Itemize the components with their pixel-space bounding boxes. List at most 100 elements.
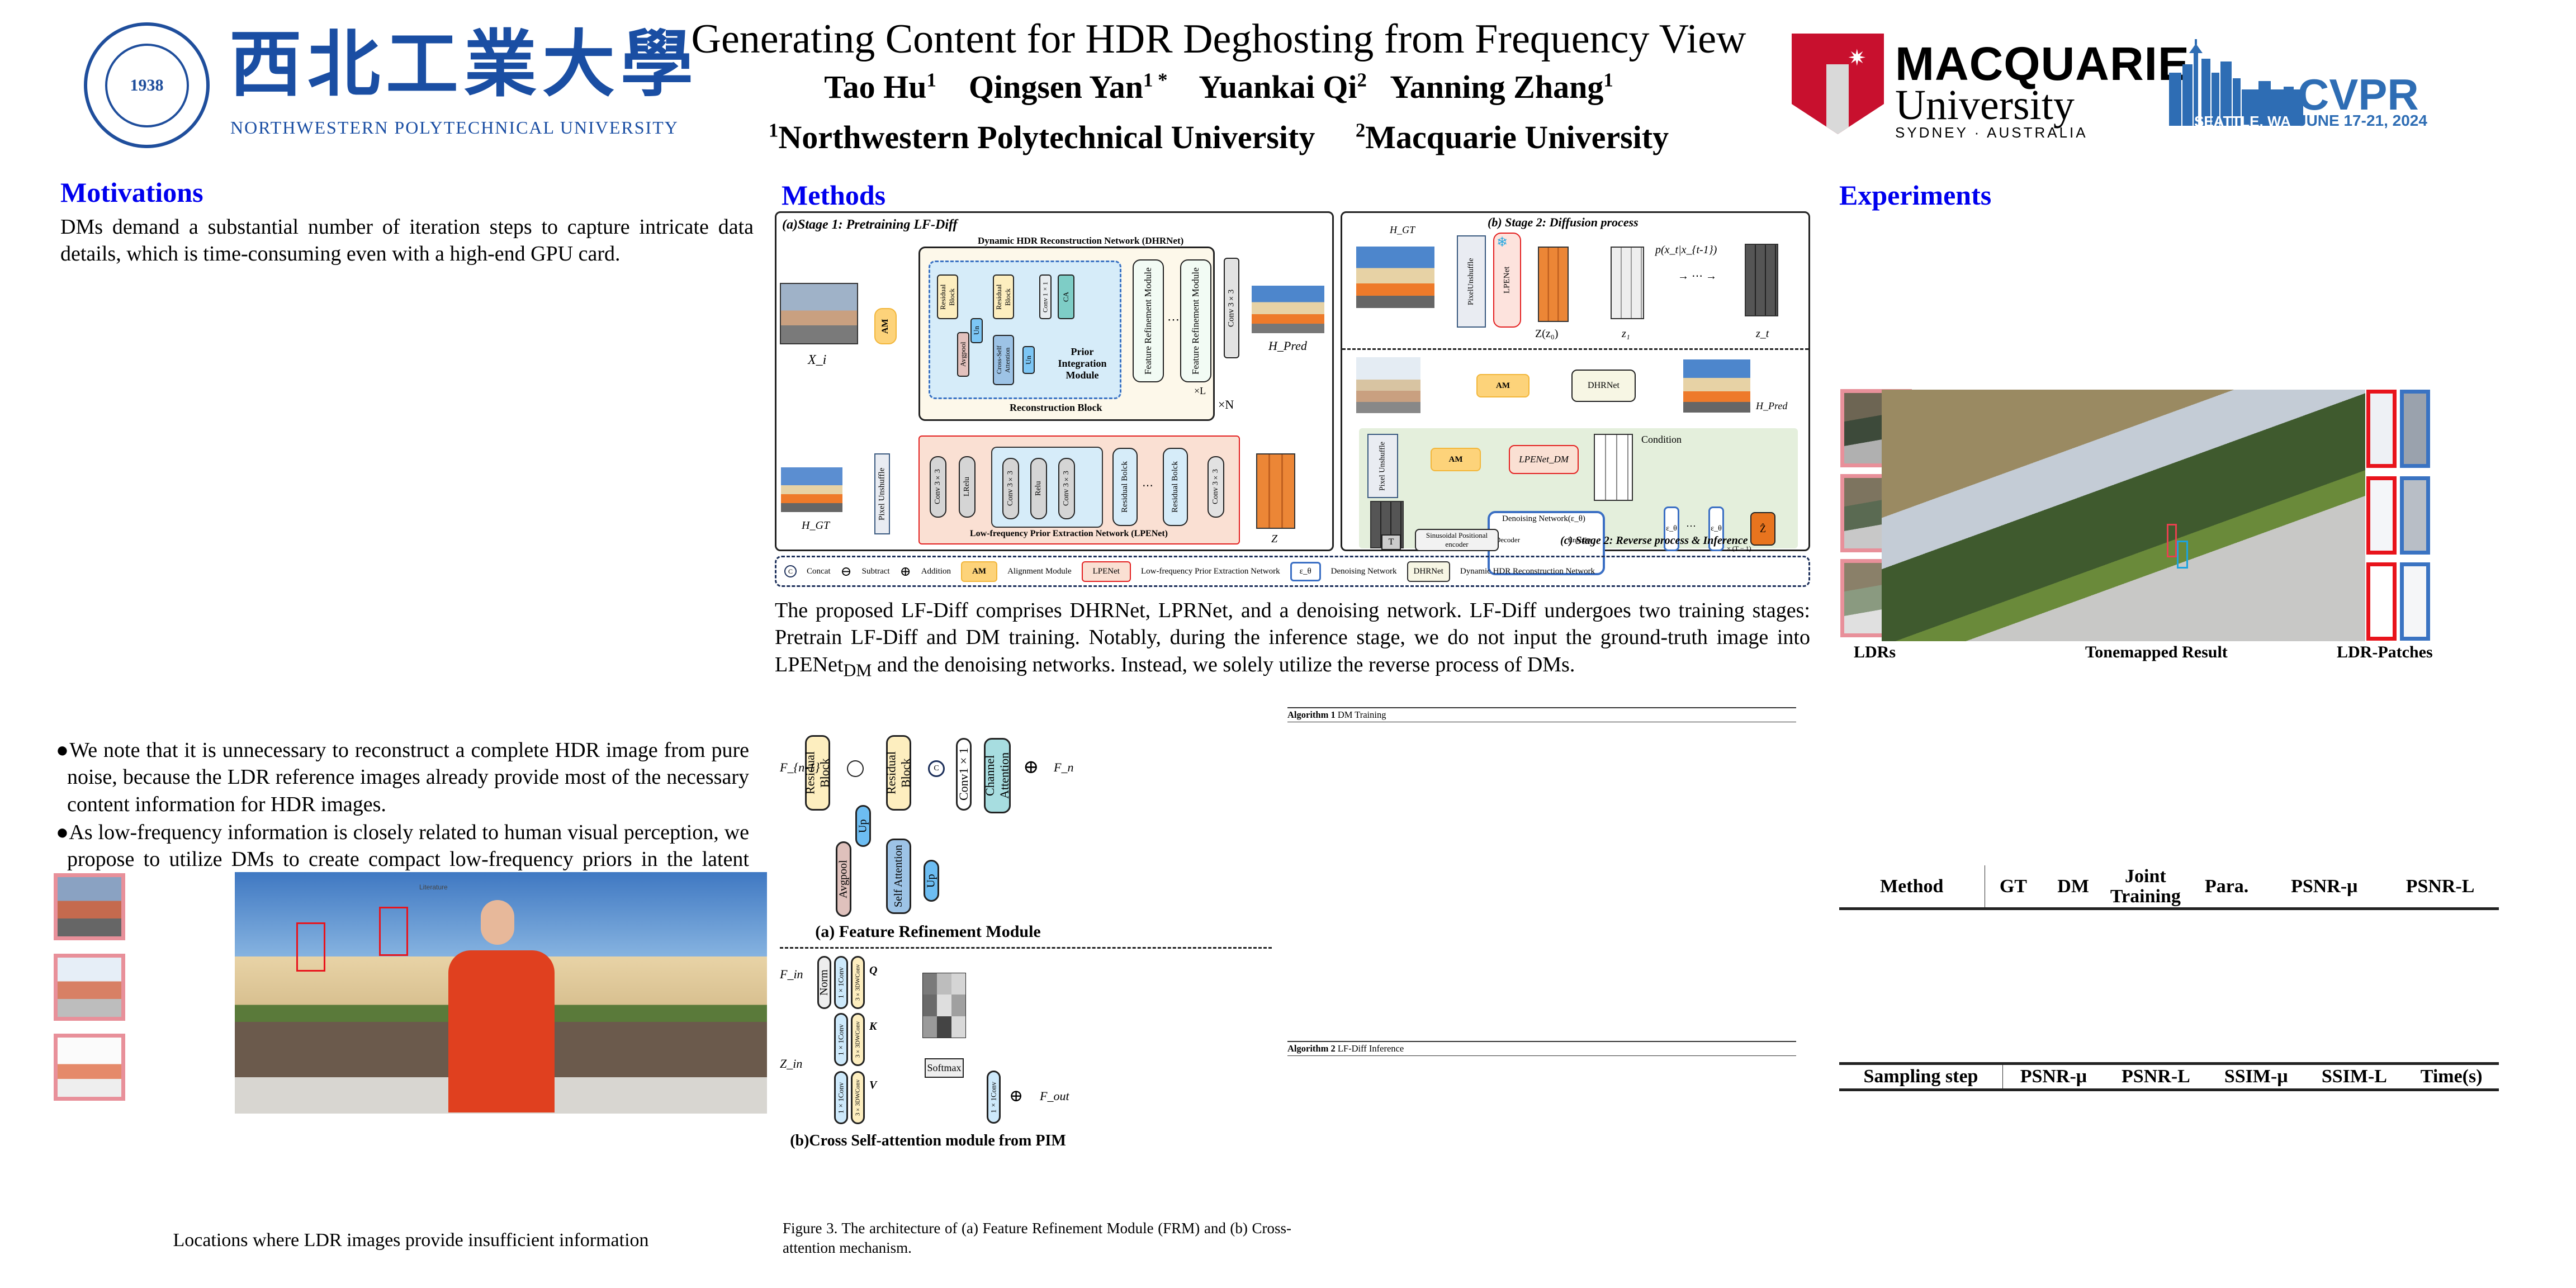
col-header: PSNR-μ	[2291, 875, 2358, 897]
cvpr-name: CVPR	[2298, 70, 2419, 119]
legend-label: Denoising Network	[1330, 566, 1397, 576]
tonemapped-label: Tonemapped Result	[2085, 643, 2228, 661]
affil-sup: 1	[768, 119, 779, 141]
feature-refinement-module: Feature Refinement Module	[1180, 259, 1211, 382]
conv3x3-block: Conv 3×3	[930, 456, 946, 518]
avgpool-block: Avgpool	[836, 841, 851, 917]
norm-block: Norm	[817, 956, 831, 1009]
stage1-title: (a)Stage 1: Pretraining LF-Diff	[782, 217, 958, 232]
methods-heading: Methods	[782, 179, 886, 211]
sampling-header-row: Sampling step PSNR-μ PSNR-L SSIM-μ SSIM-…	[1839, 1063, 2499, 1090]
cvpr-city: SEATTLE, WA	[2194, 113, 2291, 130]
algo1-title: DM Training	[1337, 709, 1386, 720]
scatter-chart	[56, 280, 749, 654]
addition-icon: ⊕	[899, 564, 911, 579]
residual-unit: Conv 3×3 Relu Conv 3×3	[991, 447, 1103, 528]
residual-block: Residual Block	[993, 274, 1014, 319]
affiliation-list: 1Northwestern Polytechnical University 2…	[682, 119, 1755, 156]
author: Qingsen Yan	[968, 69, 1143, 105]
residual-block: Residual Block	[884, 735, 913, 811]
denoising-label: Denoising Network(ε_θ)	[1502, 514, 1585, 523]
conv1x1-block: 1×1Conv	[987, 1071, 1001, 1124]
decoder-label: Decoder	[1495, 536, 1521, 544]
frm-output-label: F_n	[1054, 760, 1074, 774]
col-header: PSNR-L	[2405, 875, 2475, 897]
author: Yuankai Qi	[1199, 69, 1357, 105]
tonemapped-result-image	[1882, 390, 2365, 641]
motivations-heading: Motivations	[60, 177, 203, 208]
motivations-intro: DMs demand a substantial number of itera…	[60, 215, 754, 266]
ldrs-label: LDRs	[1854, 643, 1896, 661]
building-sign: Literature	[419, 883, 448, 891]
ldr-image-medium	[54, 954, 125, 1021]
author-sup: 1	[926, 69, 936, 91]
reverse-title: (c) Stage 2: Reverse process & Inference	[1560, 534, 1748, 547]
bullet-icon: ●	[56, 738, 70, 762]
ldr-patches-label: LDR-Patches	[2337, 643, 2433, 661]
conv3x3-block: Conv 3×3	[1058, 458, 1075, 519]
z-hat-block: Ẑ	[1750, 512, 1775, 546]
addition-icon: ⊕	[1009, 1087, 1024, 1105]
am-block: AM	[1431, 448, 1481, 471]
hdr-output-image	[1252, 286, 1324, 333]
output-label: H_Pred	[1268, 339, 1307, 353]
pixel-unshuffle-block: Pixel Unshuffle	[874, 453, 890, 534]
conv1x1-block: Conv 1×1	[1039, 274, 1052, 319]
bullet-icon: ●	[56, 820, 69, 844]
affiliation: Northwestern Polytechnical University	[778, 119, 1315, 155]
snowflake-frozen-icon: ❄	[1497, 235, 1508, 250]
stage2-panel: (b) Stage 2: Diffusion process H_GT Pixe…	[1341, 211, 1810, 575]
affiliation: Macquarie University	[1365, 119, 1669, 155]
motivation-figure-caption: Locations where LDR images provide insuf…	[173, 1230, 649, 1251]
self-attention-block: Self Attention	[886, 839, 911, 914]
lpenet-title: Low-frequency Prior Extraction Network (…	[970, 529, 1168, 538]
highlight-box-blue	[2177, 541, 2188, 569]
lighthouse-icon	[1826, 64, 1849, 134]
dhrnet-title: Dynamic HDR Reconstruction Network (DHRN…	[978, 235, 1184, 246]
npu-english-name: NORTHWESTERN POLYTECHNICAL UNIVERSITY	[230, 117, 679, 138]
residual-block: Residual Block	[937, 274, 958, 319]
person-face	[481, 900, 514, 945]
z0-label: Z(z₀)	[1535, 328, 1559, 340]
seattle-skyline-icon	[2169, 39, 2303, 126]
reconstruction-block: Residual Block Residual Block Un Avgpool…	[918, 247, 1215, 421]
lpenet-swatch: LPENet	[1081, 561, 1131, 582]
avgpool-block: Avgpool	[957, 332, 969, 377]
csa-fout-label: F_out	[1040, 1089, 1069, 1103]
repeat-l-label: ×L	[1194, 385, 1206, 396]
z-label: Z	[1271, 533, 1278, 545]
transition-label: p(x_t|x_{t-1})	[1655, 244, 1717, 256]
highlight-box	[296, 922, 325, 972]
legend-label: Low-frequency Prior Extraction Network	[1140, 566, 1280, 576]
highlight-box	[379, 907, 408, 956]
figure3-caption: Figure 3. The architecture of (a) Featur…	[783, 1220, 1291, 1257]
dhrnet-swatch: DHRNet	[1407, 561, 1450, 582]
encoder-label: Encoder	[1568, 536, 1593, 544]
col-header: Para.	[2204, 875, 2249, 897]
ldr-input-stack	[780, 283, 858, 344]
ldr-image-short	[54, 873, 125, 940]
sampling-step-table: Sampling step PSNR-μ PSNR-L SSIM-μ SSIM-…	[1839, 1062, 2499, 1091]
col-header: Method	[1839, 865, 1985, 909]
latent-z0-tensor	[1538, 247, 1569, 322]
pim-label: Prior Integration Module	[1058, 346, 1107, 381]
star-icon: ✷	[1848, 45, 1867, 70]
lpenet-panel: Conv 3×3 LRelu Conv 3×3 Relu Conv 3×3 Re…	[918, 435, 1240, 544]
dwconv-block: 3×3DWConv	[851, 1013, 865, 1066]
recon-block-label: Reconstruction Block	[1010, 402, 1102, 413]
dhrnet-block: DHRNet	[1571, 370, 1636, 402]
author-sup: 1	[1603, 69, 1613, 91]
cvpr-date: JUNE 17-21, 2024	[2298, 112, 2427, 129]
ellipsis: ⋯	[1167, 312, 1180, 326]
legend-label: Addition	[921, 566, 951, 576]
prior-integration-module: Residual Block Residual Block Un Avgpool…	[929, 261, 1121, 399]
npu-seal-logo: 1938	[84, 22, 210, 148]
pixel-unshuffle-block: PixelUnshuffle	[1457, 235, 1486, 328]
ldr-patch-red	[2366, 562, 2397, 641]
repeat-label: × (T − 1)	[1727, 544, 1751, 552]
legend-label: Dynamic HDR Reconstruction Network	[1460, 566, 1595, 576]
stage-divider	[1342, 348, 1808, 350]
algo2-title: LF-Diff Inference	[1337, 1043, 1404, 1054]
attention-matrix	[922, 973, 966, 1038]
ellipsis: ⋯	[1142, 480, 1153, 492]
